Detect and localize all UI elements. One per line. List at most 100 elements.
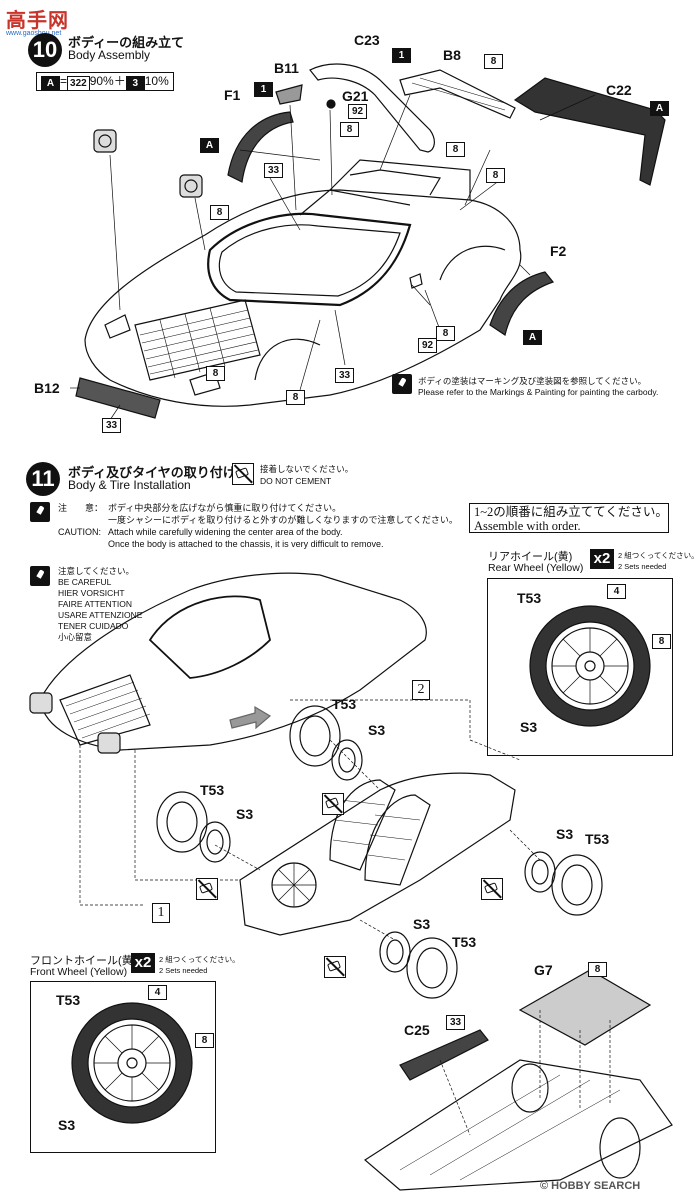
caution-jp-line-2: 一度シャシーにボディを取り付けると外すのが難しくなりますので注意してください。 [108, 515, 458, 525]
tire-label-t53: T53 [200, 782, 225, 798]
careful-line: 注意してください。 [58, 566, 134, 576]
step-10-title-en: Body Assembly [68, 48, 151, 62]
watermark-subtext: www.gaoshou.net [6, 30, 62, 37]
rear-wheel-rim-label: S3 [520, 719, 538, 735]
tire-label-t53: T53 [452, 934, 477, 950]
color-mix-code-2: 3 [125, 76, 145, 91]
no-cement-icon [481, 878, 503, 900]
part-box-8a: 8 [484, 54, 503, 69]
front-wheel-rim-label: S3 [58, 1117, 76, 1133]
part-box-92a: 92 [348, 104, 367, 119]
label-c22: C22 [606, 82, 632, 98]
part-box-8f: 8 [436, 326, 455, 341]
careful-line: BE CAREFUL [58, 577, 112, 587]
step-11-number: 11 [26, 462, 60, 496]
careful-line: USARE ATTENZIONE [58, 610, 143, 620]
front-wheel-sets-jp: 2 組つくってください。 [159, 955, 240, 964]
front-wheel-title-jp: フロントホイール(黄) [30, 955, 137, 967]
color-mix-eq: = [60, 74, 68, 88]
part-box-8: 8 [588, 962, 607, 977]
front-wheel-sets-en: 2 Sets needed [159, 966, 208, 975]
watermark-copyright: © [540, 1180, 549, 1192]
watermark-hobbysearch: © HOBBY SEARCH [540, 1180, 640, 1192]
order-marker-2: 2 [412, 680, 430, 700]
caution-jp-line-1: ボディ中央部分を広げながら慎重に取り付けてください。 [108, 503, 342, 513]
color-box-a2: A [650, 101, 669, 116]
watermark-text: 高手网 [6, 10, 69, 32]
part-box-8c: 8 [446, 142, 465, 157]
label-f2: F2 [550, 243, 567, 259]
part-box-33b: 33 [335, 368, 354, 383]
caution-en-line-2: Once the body is attached to the chassis… [108, 539, 384, 549]
color-mix-pct-2: 10% [144, 74, 169, 88]
color-mix-pct-1: 90%＋ [89, 74, 126, 88]
rear-wheel-sets-en: 2 Sets needed [618, 562, 667, 571]
step-10-title-jp: ボディーの組み立て [68, 35, 185, 50]
no-cement-icon [324, 956, 346, 978]
no-cement-icon [322, 793, 344, 815]
caution-icon [30, 502, 50, 522]
rear-wheel-part-4: 4 [607, 584, 626, 599]
careful-line: TENER CUIDADO [58, 621, 129, 631]
caution-jp-label: 注 意： [58, 503, 104, 513]
watermark-hobbysearch-text: HOBBY SEARCH [551, 1180, 641, 1192]
step-11-title-jp: ボディ及びタイヤの取り付け [68, 465, 236, 480]
part-box-1b: 1 [392, 48, 411, 63]
careful-line: FAIRE ATTENTION [58, 599, 132, 609]
careful-line: HIER VORSICHT [58, 588, 125, 598]
color-mix-part: A [41, 76, 60, 91]
careful-line: 小心留意 [58, 632, 93, 642]
front-wheel-title-en: Front Wheel (Yellow) [30, 966, 128, 978]
label-g21: G21 [342, 88, 369, 104]
label-c25: C25 [404, 1022, 430, 1038]
front-wheel-part-4: 4 [148, 985, 167, 1000]
tire-label-s3: S3 [556, 826, 574, 842]
part-box-8d: 8 [486, 168, 505, 183]
rear-wheel-title-en: Rear Wheel (Yellow) [488, 562, 584, 574]
part-box-8b: 8 [340, 122, 359, 137]
rear-wheel-title-jp: リアホイール(黄) [488, 551, 573, 563]
no-cement-icon [232, 463, 254, 485]
color-box-a1: A [200, 138, 219, 153]
part-box-1: 1 [254, 82, 273, 97]
color-box-a3: A [523, 330, 542, 345]
paint-note-jp: ボディの塗装はマーキング及び塗装図を参照してください。 [418, 376, 647, 386]
no-cement-icon [196, 878, 218, 900]
label-b11: B11 [274, 60, 299, 76]
rear-wheel-part-8: 8 [652, 634, 671, 649]
part-box-33a: 33 [264, 163, 283, 178]
part-box-92b: 92 [418, 338, 437, 353]
rear-wheel-tire-label: T53 [517, 590, 542, 606]
label-b8: B8 [443, 47, 461, 63]
color-mix-code-1: 322 [67, 76, 90, 91]
no-cement-en: DO NOT CEMENT [260, 476, 332, 486]
tire-label-s3: S3 [413, 916, 431, 932]
rear-wheel-count: x2 [590, 549, 614, 569]
part-box-33: 33 [446, 1015, 465, 1030]
tire-label-t53: T53 [332, 696, 357, 712]
paint-note-icon [392, 374, 412, 394]
assembly-order-box: 1~2の順番に組み立ててください。 Assemble with order. [469, 503, 669, 533]
step-11-title-en: Body & Tire Installation [68, 478, 191, 492]
label-g7: G7 [534, 962, 553, 978]
caution-en-label: CAUTION: [58, 527, 102, 537]
step-10-number: 10 [28, 33, 62, 67]
front-wheel-part-8: 8 [195, 1033, 214, 1048]
assembly-order-en: Assemble with order. [474, 519, 581, 533]
label-b12: B12 [34, 380, 60, 396]
paint-note-en: Please refer to the Markings & Painting … [418, 387, 659, 397]
be-careful-icon [30, 566, 50, 586]
tire-label-s3: S3 [368, 722, 386, 738]
part-box-33c: 33 [102, 418, 121, 433]
tire-label-t53: T53 [585, 831, 610, 847]
rear-wheel-sets-jp: 2 組つくってください。 [618, 551, 696, 560]
part-box-8h: 8 [206, 366, 225, 381]
front-wheel-count: x2 [131, 953, 155, 973]
label-f1: F1 [224, 87, 241, 103]
caution-en-line-1: Attach while carefully widening the cent… [108, 527, 343, 537]
be-careful-list: 注意してください。 BE CAREFUL HIER VORSICHT FAIRE… [58, 566, 142, 643]
